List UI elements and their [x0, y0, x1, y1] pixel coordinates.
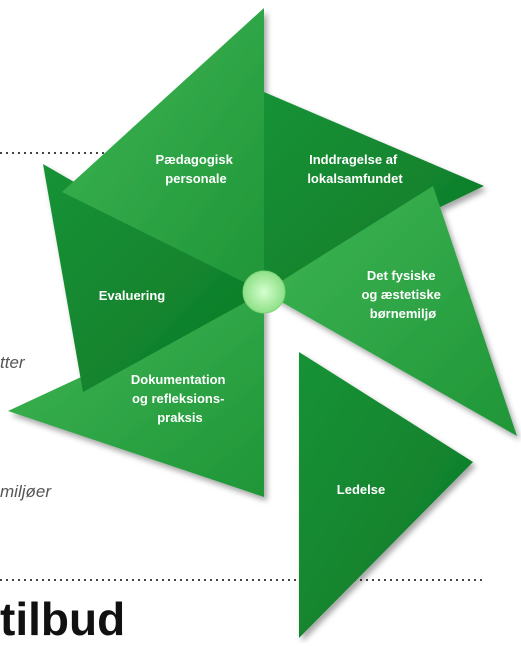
label-inddragelse-af-lokalsamfundet: Inddragelse af lokalsamfundet [307, 152, 403, 186]
label-paedagogisk-personale: Pædagogisk personale [156, 152, 237, 186]
side-text-line2: miljøer [0, 482, 51, 501]
blade-inddragelse-af-lokalsamfundet [264, 92, 484, 292]
label-det-fysiske-og-aestetiske-bornemiljo: Det fysiske og æstetiske børnemiljø [361, 268, 444, 321]
side-text-line1: tter [0, 353, 25, 372]
blade-dokumentation-og-refleksionspraksis [8, 292, 264, 497]
label-ledelse: Ledelse [337, 482, 385, 497]
blade-evaluering [43, 164, 264, 392]
bottom-heading: tilbud [0, 593, 126, 645]
label-dokumentation-og-refleksionspraksis: Dokumentation og refleksions- praksis [131, 372, 229, 425]
blade-det-fysiske-og-aestetiske-bornemiljo [264, 186, 517, 436]
label-evaluering: Evaluering [99, 288, 166, 303]
hub-circle [242, 270, 286, 314]
blade-ledelse [299, 352, 473, 638]
blade-paedagogisk-personale [62, 8, 264, 292]
